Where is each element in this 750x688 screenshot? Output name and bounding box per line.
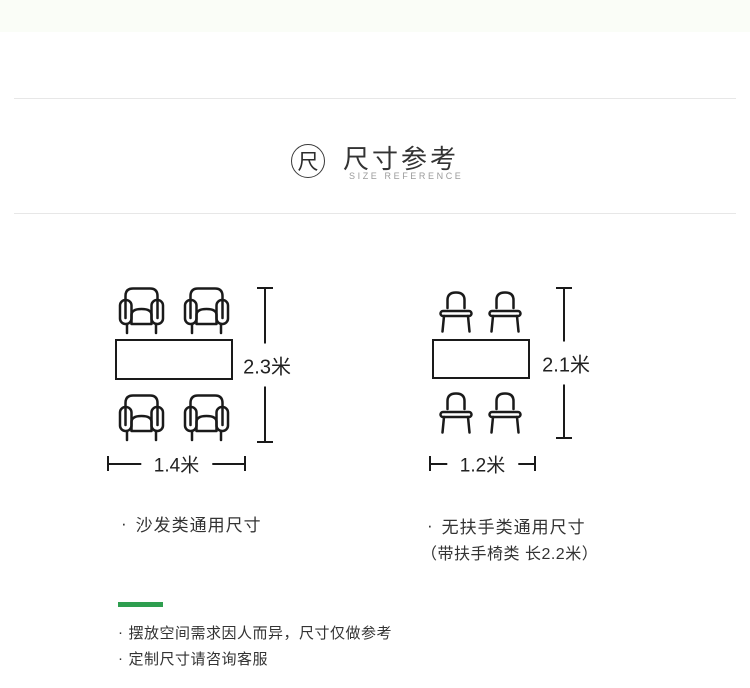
green-accent-bar (118, 602, 163, 607)
chair-caption: · 无扶手类通用尺寸 (427, 513, 586, 538)
width-dimension-line: 1.2米 (429, 450, 536, 477)
width-value: 1.2米 (446, 450, 519, 477)
dimension-cap (556, 436, 572, 439)
ruler-badge-icon: 尺 (291, 144, 325, 178)
length-value: 2.1米 (540, 341, 592, 385)
footnote-text: 摆放空间需求因人而异，尺寸仅做参考 (128, 625, 393, 642)
dimension-cap (429, 456, 432, 471)
top-band (0, 0, 750, 32)
length-dimension-line: 2.1米 (540, 287, 592, 439)
chair-icon (437, 389, 475, 435)
table-outline (432, 339, 530, 379)
footnote-text: 定制尺寸请咨询客服 (128, 651, 269, 668)
bullet: · (121, 514, 128, 533)
armchair-icon (181, 390, 232, 444)
bullet: · (118, 650, 124, 667)
width-value: 1.4米 (140, 450, 213, 477)
bullet: · (427, 516, 434, 535)
chair-caption-text: 无扶手类通用尺寸 (441, 518, 586, 537)
divider-top (14, 98, 736, 99)
footnote: ·摆放空间需求因人而异，尺寸仅做参考 (118, 622, 392, 643)
armchair-icon (116, 390, 167, 444)
length-value: 2.3米 (241, 343, 293, 387)
armchair-icon (181, 283, 232, 337)
chair-icon (437, 288, 475, 334)
dimension-cap (556, 287, 572, 290)
chair-icon (486, 389, 524, 435)
dimension-cap (243, 456, 246, 471)
sofa-caption-text: 沙发类通用尺寸 (135, 516, 262, 535)
section-title: 尺寸参考 (343, 144, 460, 174)
dimension-cap (107, 456, 110, 471)
divider-header-bottom (14, 213, 736, 214)
length-dimension-line: 2.3米 (241, 287, 293, 443)
bullet: · (118, 624, 124, 641)
chair-icon (486, 288, 524, 334)
footnote: ·定制尺寸请咨询客服 (118, 648, 268, 669)
armchair-icon (116, 283, 167, 337)
table-outline (115, 339, 233, 380)
sofa-caption: · 沙发类通用尺寸 (121, 511, 262, 536)
dimension-cap (257, 287, 273, 290)
dimension-cap (257, 440, 273, 443)
section-subtitle: SIZE REFERENCE (349, 171, 464, 181)
chair-caption-note: （带扶手椅类 长2.2米） (421, 546, 599, 563)
width-dimension-line: 1.4米 (107, 450, 246, 477)
ruler-glyph: 尺 (297, 151, 319, 174)
dimension-cap (533, 456, 536, 471)
